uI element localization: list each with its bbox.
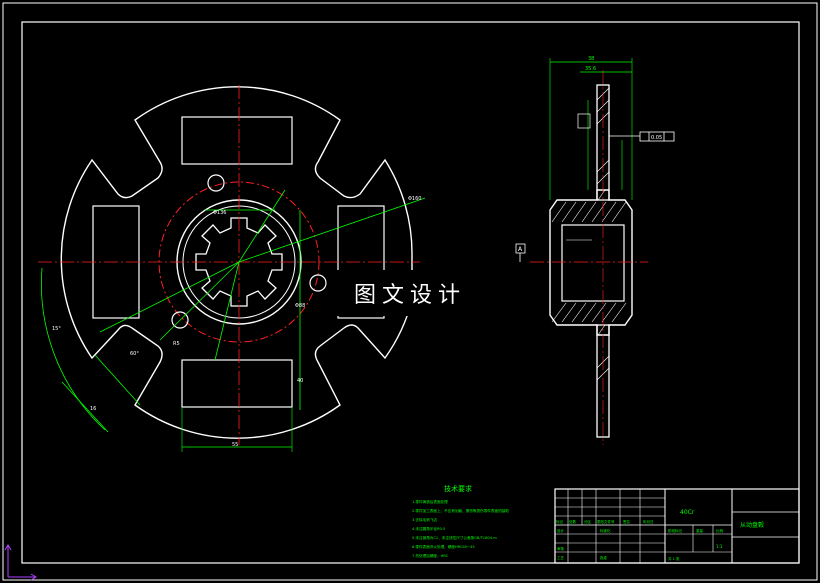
spline-bore bbox=[195, 217, 283, 307]
dim-d-outer: Φ160 bbox=[408, 196, 421, 202]
tech-title: 技术要求 bbox=[444, 484, 472, 493]
tb-scale-label: 比例 bbox=[716, 528, 724, 533]
dim-radius: R5 bbox=[173, 341, 180, 347]
dim-line-diag5 bbox=[214, 261, 240, 361]
title-block bbox=[554, 488, 800, 564]
tech-note-1: 1.零件铸造后表面处理 bbox=[412, 499, 448, 504]
front-view: Φ160 Φ136 Φ88 40 55 15° 60° R5 16 bbox=[38, 85, 426, 452]
dim-line-diag4 bbox=[159, 261, 240, 341]
tb-part-name: 从动盘毂 bbox=[740, 521, 764, 529]
technical-notes: 技术要求 1.零件铸造后表面处理 2.零件加工表面上，不应有划痕、擦伤等损伤零件… bbox=[412, 484, 509, 558]
tb-check: 审核 bbox=[557, 546, 565, 551]
tb-sheet: 共 1 张 bbox=[668, 556, 680, 561]
hub-bore bbox=[561, 224, 625, 302]
window-bottom bbox=[181, 359, 293, 408]
ucs-icon bbox=[4, 544, 37, 581]
dim-a-label: 40 bbox=[297, 378, 303, 384]
window-top bbox=[181, 116, 293, 165]
dim-line-lower bbox=[61, 381, 109, 433]
pin-hole-left bbox=[171, 311, 189, 329]
dim-b-label: 55 bbox=[232, 442, 238, 448]
tb-date: 年月日 bbox=[643, 519, 654, 524]
dim-line-diag1 bbox=[238, 197, 426, 263]
tb-doc: 更改文件号 bbox=[597, 519, 615, 524]
tech-note-5: 5.未注倒角为C1，未注线性尺寸公差按GB/T1804-m bbox=[412, 535, 497, 540]
tb-material: 40Cr bbox=[680, 509, 695, 516]
tech-note-6: 6.零件表面淬火处理，硬度HRC40~45 bbox=[412, 544, 475, 549]
tb-count: 处数 bbox=[569, 519, 577, 524]
pin-hole-right bbox=[309, 274, 327, 292]
dim-d-hub: Φ136 bbox=[213, 210, 226, 216]
tb-sign: 签名 bbox=[623, 519, 630, 524]
tech-note-3: 3.去除毛刺飞边 bbox=[412, 517, 437, 522]
tb-scale-value: 1:1 bbox=[716, 544, 723, 549]
tb-zone: 分区 bbox=[584, 519, 592, 524]
dim-pitch: Φ88 bbox=[295, 303, 305, 309]
tolerance-value: 0.05 bbox=[651, 135, 662, 141]
dim-line-diag2 bbox=[238, 189, 286, 263]
tb-mark: 标记 bbox=[556, 519, 564, 524]
datum-label: A bbox=[518, 246, 523, 253]
side-dim-top-text: 38 bbox=[588, 56, 594, 62]
side-dim-sub-text: 35.6 bbox=[585, 66, 596, 72]
hub-section bbox=[549, 189, 633, 336]
tech-note-7: 7.热处理后硬度，HRC bbox=[412, 553, 449, 558]
pin-hole-top bbox=[207, 174, 225, 192]
dim-h1: 16 bbox=[90, 406, 96, 412]
tech-note-2: 2.零件加工表面上，不应有划痕、擦伤等损伤零件表面的缺陷 bbox=[412, 508, 509, 513]
side-tol-small bbox=[577, 113, 591, 129]
inner-border bbox=[21, 21, 800, 564]
side-view: 38 35.6 0.05 A bbox=[515, 56, 675, 445]
dim-arc-left bbox=[41, 267, 106, 431]
hatch-top bbox=[551, 189, 627, 223]
datum-box bbox=[515, 243, 526, 254]
tech-note-4: 4.未注圆角半径R0.5 bbox=[412, 526, 445, 531]
dim-line-diag3 bbox=[99, 261, 240, 333]
dim-line-lower2 bbox=[94, 354, 141, 406]
dim-angle-2: 60° bbox=[130, 351, 139, 357]
dim-angle-1: 15° bbox=[52, 326, 61, 332]
tb-stage: 阶段标记 bbox=[668, 528, 682, 533]
tb-weight: 重量 bbox=[696, 528, 704, 533]
tb-approve: 批准 bbox=[600, 555, 608, 560]
disc-outline bbox=[60, 86, 413, 439]
hatch-bottom bbox=[551, 302, 627, 336]
watermark-label: 图文设计 bbox=[335, 270, 485, 316]
tb-std: 标准化 bbox=[600, 528, 611, 533]
title-block-text: 40Cr 从动盘毂 标记 处数 分区 更改文件号 签名 年月日 设计 标准化 审… bbox=[556, 509, 764, 561]
flange-upper bbox=[596, 84, 610, 201]
tb-process: 工艺 bbox=[557, 555, 565, 560]
tolerance-frame bbox=[639, 131, 675, 142]
tb-design: 设计 bbox=[557, 528, 565, 533]
tb-frame bbox=[554, 488, 800, 564]
